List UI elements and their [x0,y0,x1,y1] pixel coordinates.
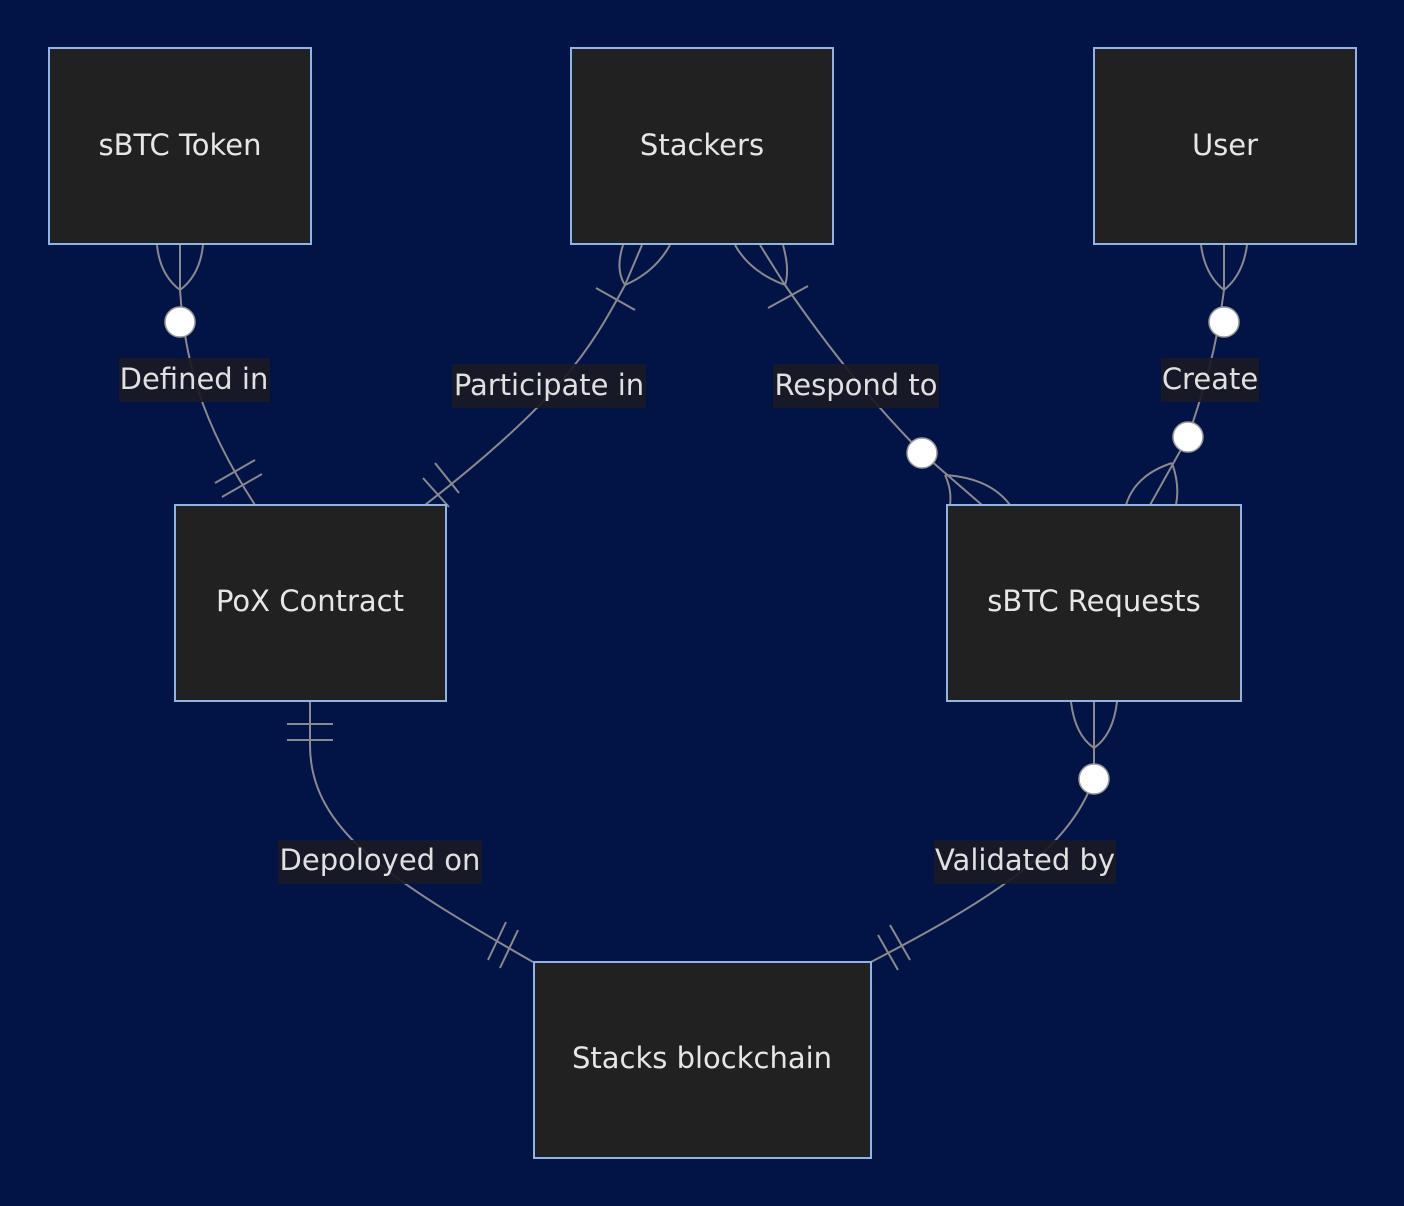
zero-cardinality-icon [906,437,938,469]
relationship-defined-in: Defined in [119,244,270,506]
entity-stackers[interactable]: Stackers [570,47,834,245]
entity-label: User [1192,128,1258,162]
relationship-label: Create [1162,362,1258,396]
crows-foot-icon [1070,701,1118,749]
relationship-create: Create [1125,244,1259,506]
one-bar-icon [767,285,809,309]
crows-foot-icon [1125,462,1179,506]
entity-label: PoX Contract [216,584,404,618]
entity-label: Stackers [640,128,764,162]
crows-foot-icon [618,244,671,286]
relationship-label: Defined in [120,362,269,396]
one-bar-icon [287,723,333,741]
relationship-label: Depoloyed on [280,843,481,877]
one-bar-icon [214,459,263,498]
entity-label: Stacks blockchain [572,1041,832,1075]
one-bar-icon [422,462,460,508]
zero-cardinality-icon [1208,306,1240,338]
edge-line [870,702,1095,963]
relationship-deployed-on: Depoloyed on [278,702,534,969]
crows-foot-icon [734,244,789,286]
crows-foot-icon [944,474,1011,506]
relationship-respond-to: Respond to [734,244,1011,506]
crows-foot-icon [1200,244,1248,291]
one-bar-icon [595,287,636,311]
relationship-participate-in: Participate in [422,244,671,508]
one-bar-icon [877,924,911,971]
crows-foot-icon [156,244,204,291]
entity-user[interactable]: User [1093,47,1357,245]
zero-cardinality-icon [1172,421,1204,453]
zero-cardinality-icon [164,306,196,338]
entity-sbtc-requests[interactable]: sBTC Requests [946,504,1242,702]
one-bar-icon [487,921,519,969]
relationship-label: Participate in [454,368,644,402]
entity-label: sBTC Token [99,128,262,162]
edge-line [309,702,534,963]
relationship-validated-by: Validated by [870,701,1118,971]
relationship-label: Validated by [935,843,1115,877]
zero-cardinality-icon [1078,763,1110,795]
entity-label: sBTC Requests [987,584,1200,618]
entity-sbtc-token[interactable]: sBTC Token [48,47,312,245]
entity-pox-contract[interactable]: PoX Contract [174,504,447,702]
relationship-label: Respond to [774,368,937,402]
entity-stacks-blockchain[interactable]: Stacks blockchain [533,961,872,1159]
